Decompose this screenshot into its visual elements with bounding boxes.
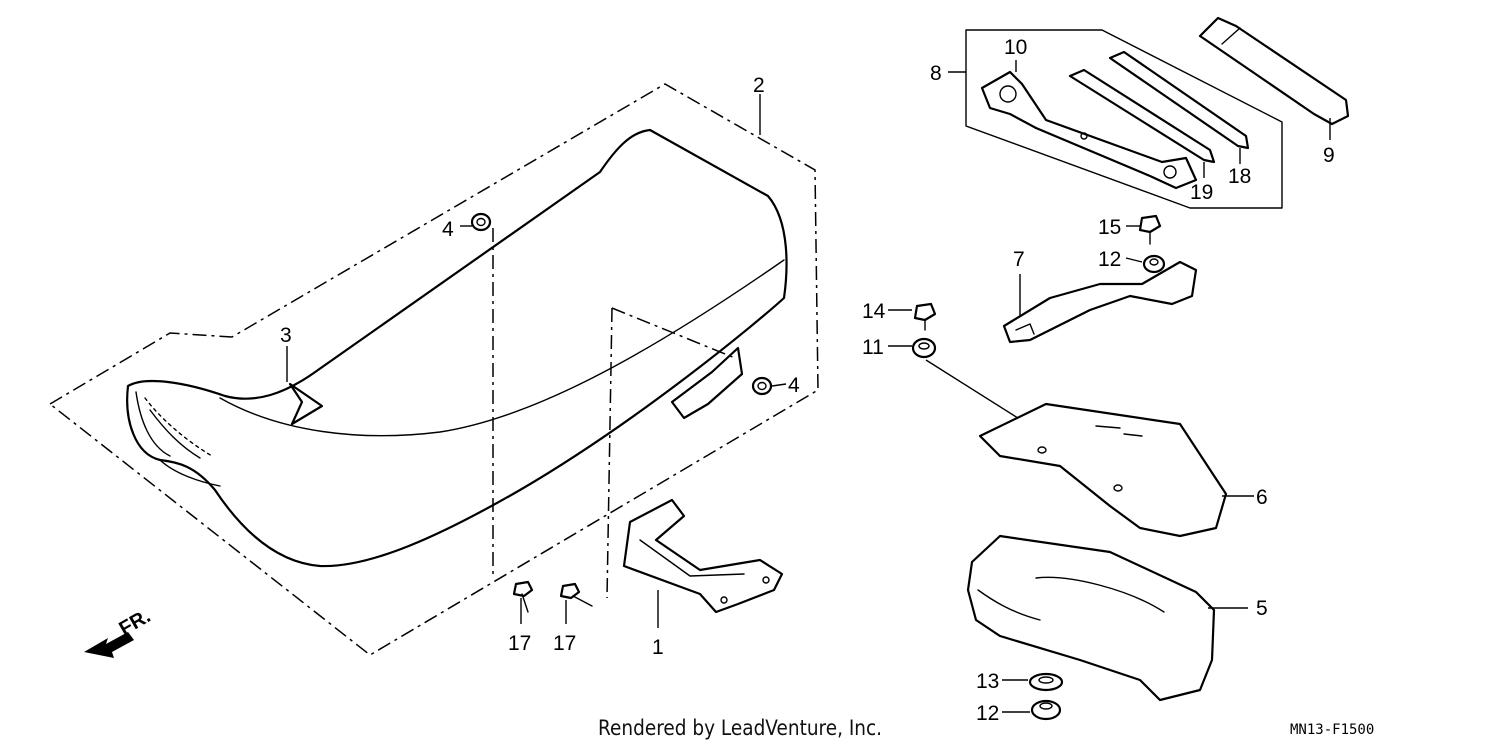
- part-number[interactable]: 18: [1228, 165, 1251, 188]
- collar-11[interactable]: [911, 337, 937, 359]
- toolkit-outline: [965, 29, 1283, 209]
- part-number[interactable]: 12: [976, 702, 999, 725]
- bolt-15[interactable]: [913, 302, 937, 331]
- part-number[interactable]: 11: [862, 336, 884, 359]
- part-number[interactable]: 17: [553, 632, 576, 655]
- bolt-16[interactable]: [1138, 214, 1162, 245]
- part-number[interactable]: 4: [788, 374, 800, 397]
- credit-text: Rendered by LeadVenture, Inc.: [598, 716, 883, 740]
- part-number[interactable]: 15: [1098, 216, 1121, 239]
- collar-lower[interactable]: [751, 376, 773, 396]
- seat[interactable]: [126, 128, 788, 568]
- part-number[interactable]: 17: [508, 632, 531, 655]
- part-number[interactable]: 1: [652, 636, 664, 659]
- seat-tab[interactable]: [288, 382, 324, 426]
- part-number[interactable]: 12: [1098, 248, 1121, 271]
- wrench[interactable]: [980, 70, 1198, 190]
- part-number[interactable]: 2: [753, 74, 765, 97]
- seat-group-outline: [48, 83, 819, 656]
- part-number[interactable]: 9: [1323, 144, 1335, 167]
- part-number[interactable]: 7: [1013, 248, 1025, 271]
- diagram-code: MN13-F1500: [1290, 722, 1375, 738]
- washer-14[interactable]: [1028, 672, 1064, 692]
- part-number[interactable]: 19: [1190, 181, 1213, 204]
- screwdriver-handle[interactable]: [1108, 50, 1250, 150]
- toolkit-bracket[interactable]: [1002, 260, 1198, 344]
- seat-assembly-group: [48, 83, 819, 656]
- part-number[interactable]: 8: [930, 62, 942, 85]
- part-number[interactable]: 4: [442, 218, 454, 241]
- part-number[interactable]: 14: [862, 300, 886, 323]
- toolkit-group: [965, 16, 1350, 209]
- bolt-right[interactable]: [559, 582, 593, 607]
- front-arrow-icon: [84, 632, 134, 658]
- bolt-left[interactable]: [512, 580, 534, 613]
- bolt-line-rear: [611, 307, 736, 359]
- seat-base-plate[interactable]: [978, 402, 1228, 538]
- collar-upper[interactable]: [470, 212, 492, 232]
- part-number[interactable]: 10: [1004, 36, 1027, 59]
- nut-13[interactable]: [1030, 699, 1062, 721]
- front-direction-marker: FR.: [84, 605, 154, 658]
- screwdriver[interactable]: [1068, 68, 1216, 164]
- part-number[interactable]: 6: [1256, 486, 1268, 509]
- part-number[interactable]: 5: [1256, 597, 1268, 620]
- seat-bracket[interactable]: [622, 498, 784, 614]
- leader-lines: [286, 60, 1331, 713]
- part-number[interactable]: 3: [280, 324, 292, 347]
- bolt-line-right: [606, 307, 613, 599]
- front-label: FR.: [116, 605, 155, 640]
- tool-extension[interactable]: [1198, 16, 1350, 126]
- part-number[interactable]: 13: [976, 670, 999, 693]
- seat-pad[interactable]: [966, 534, 1216, 702]
- part-numbers: 2 3 4 4 17 17 1 5 6 7 8 10 9 18 19 15 12…: [280, 36, 1335, 725]
- collar-12[interactable]: [1142, 254, 1166, 274]
